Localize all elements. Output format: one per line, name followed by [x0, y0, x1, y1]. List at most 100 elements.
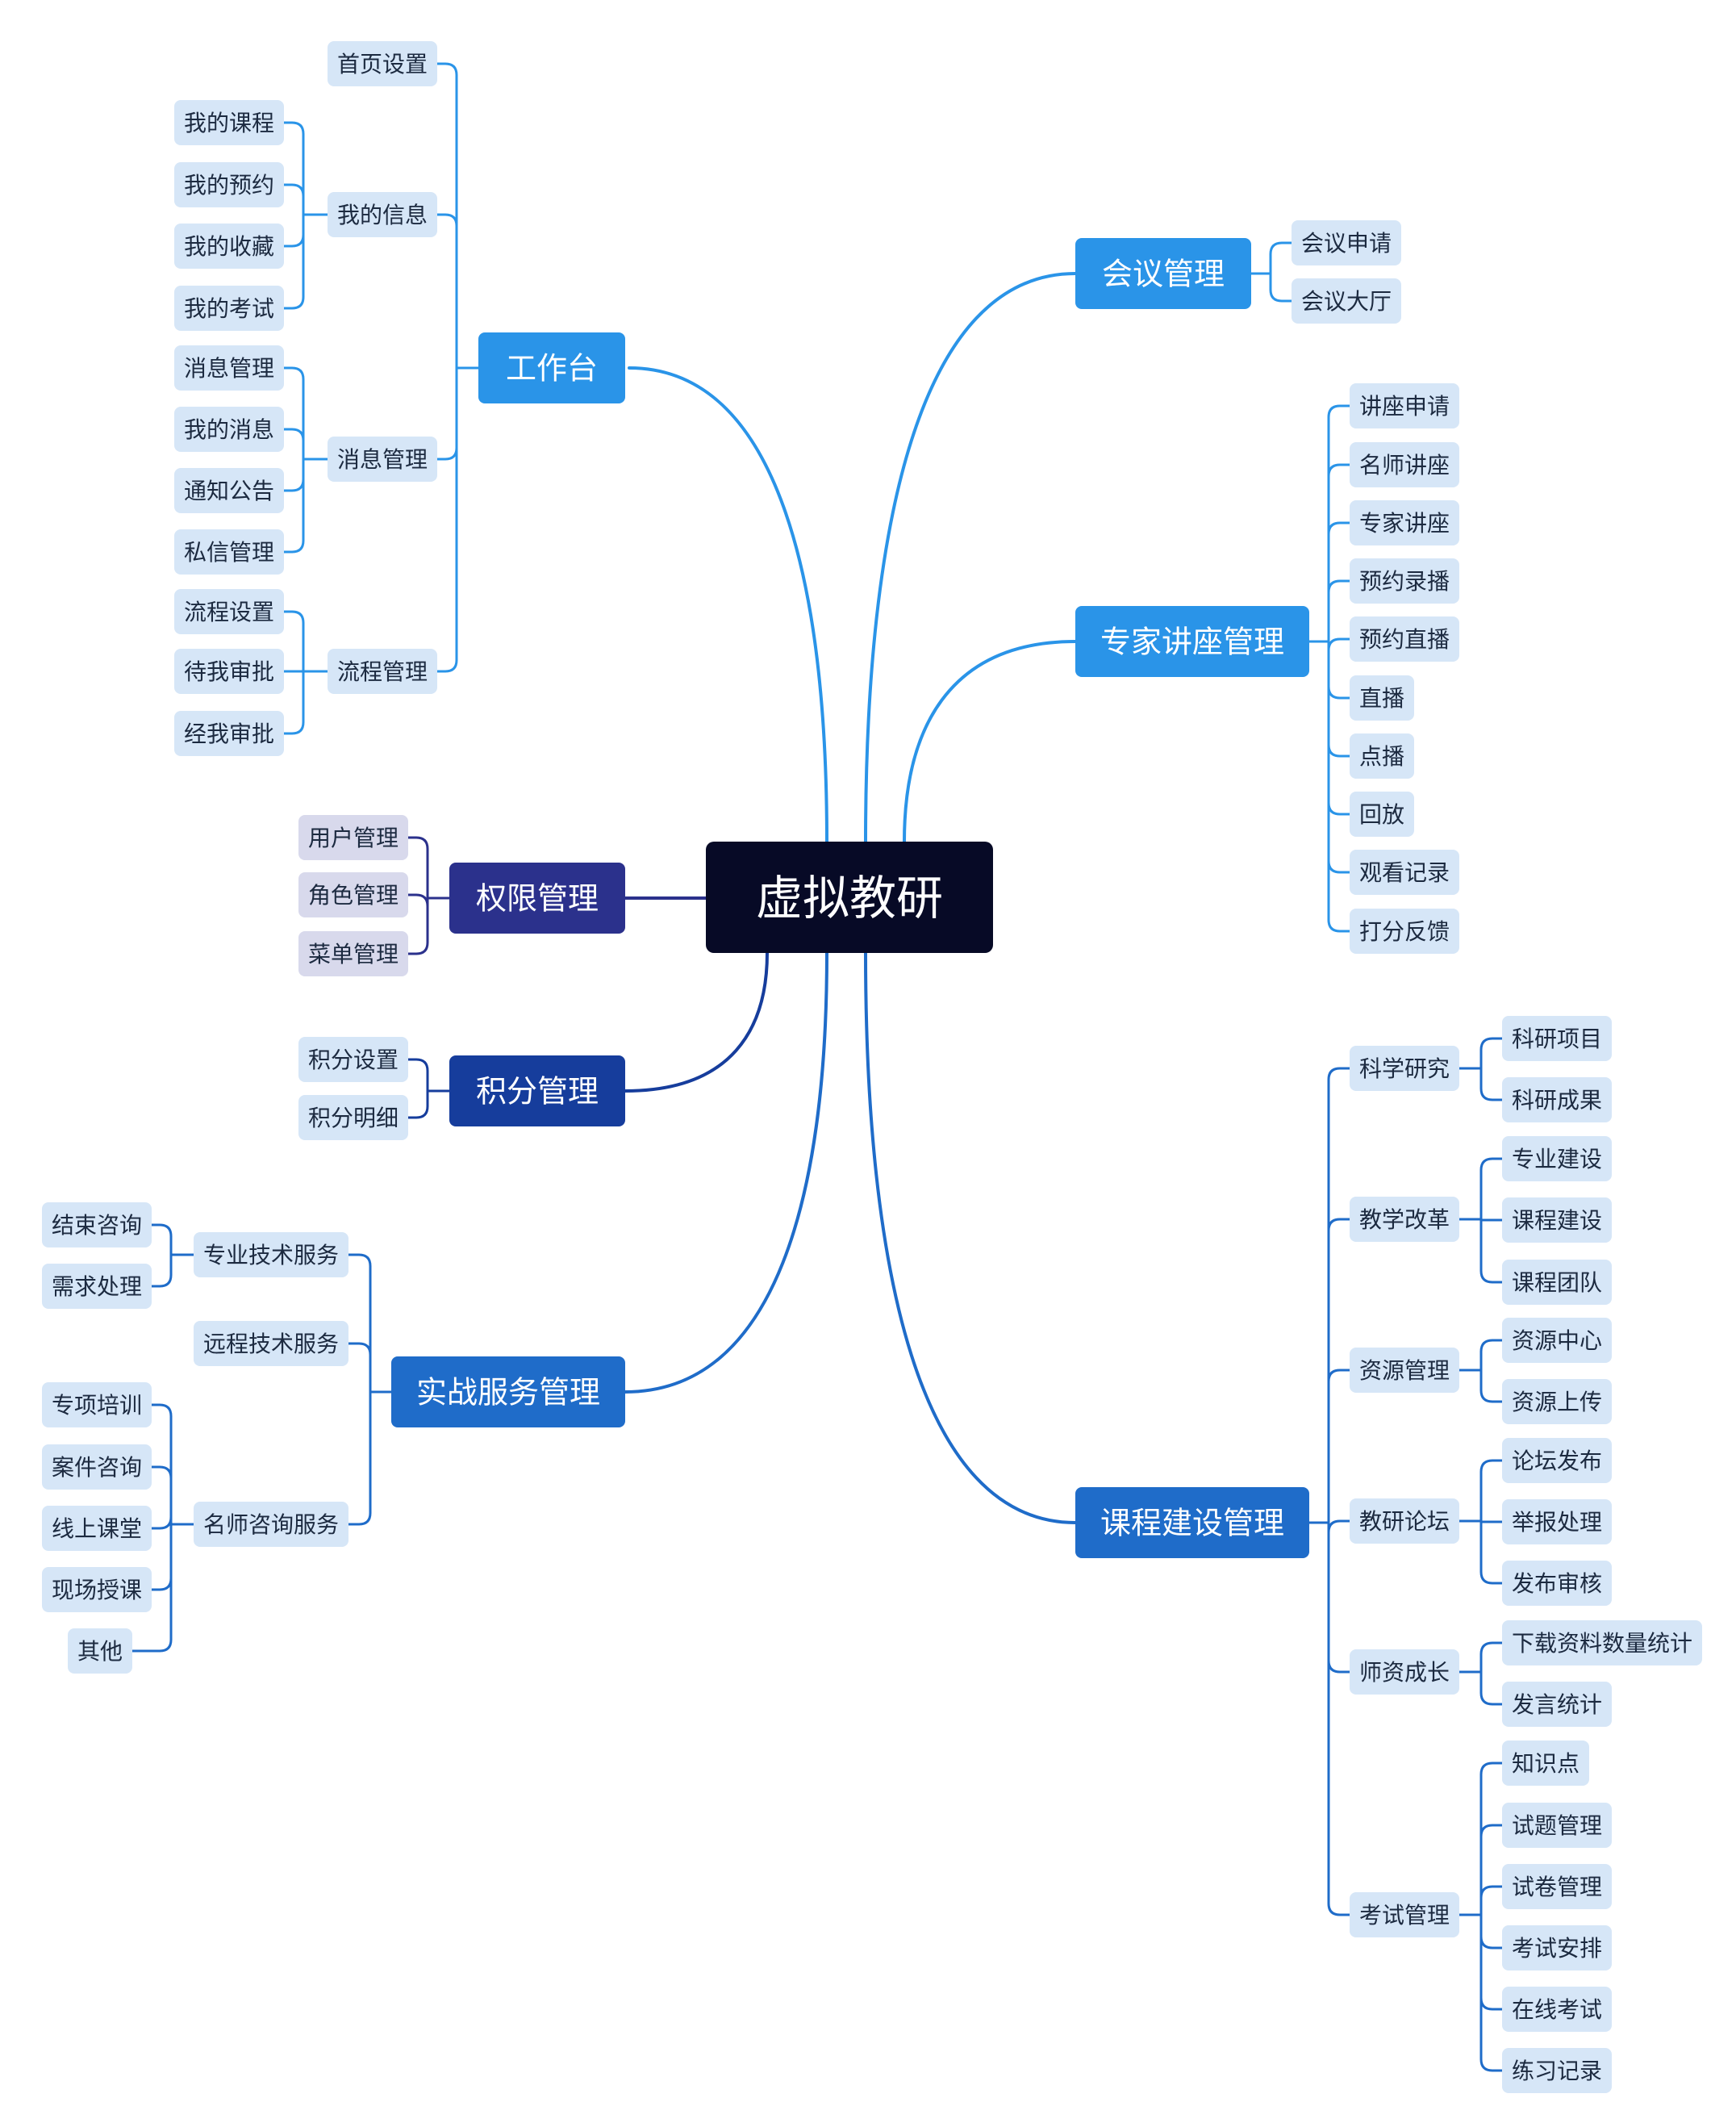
node-course-0-0[interactable]: 科研项目: [1502, 1016, 1612, 1061]
node-course-5-1[interactable]: 试题管理: [1502, 1803, 1612, 1848]
node-course-5[interactable]: 考试管理: [1350, 1892, 1459, 1937]
node-lecture-2[interactable]: 专家讲座: [1350, 500, 1459, 545]
node-course-3-1[interactable]: 举报处理: [1502, 1499, 1612, 1544]
branch-points[interactable]: 积分管理: [449, 1055, 625, 1126]
node-permission-1[interactable]: 角色管理: [298, 872, 408, 917]
node-workbench-1-1[interactable]: 我的预约: [174, 162, 284, 207]
branch-lecture[interactable]: 专家讲座管理: [1075, 606, 1309, 677]
node-service-2-0[interactable]: 专项培训: [42, 1382, 152, 1427]
node-service-2-1[interactable]: 案件咨询: [42, 1444, 152, 1490]
node-workbench-3[interactable]: 流程管理: [328, 649, 437, 694]
node-lecture-3[interactable]: 预约录播: [1350, 558, 1459, 604]
node-lecture-1[interactable]: 名师讲座: [1350, 442, 1459, 487]
node-workbench-3-1-box: [174, 649, 284, 694]
node-course-2-0[interactable]: 资源中心: [1502, 1318, 1612, 1363]
node-service-2-2[interactable]: 线上课堂: [42, 1506, 152, 1551]
node-course-0-1-label: 科研成果: [1512, 1087, 1602, 1114]
node-course-5-3[interactable]: 考试安排: [1502, 1925, 1612, 1970]
node-course-1-2-box: [1502, 1260, 1612, 1305]
node-lecture-7[interactable]: 回放: [1350, 792, 1414, 837]
node-course-0[interactable]: 科学研究: [1350, 1046, 1459, 1091]
node-lecture-8[interactable]: 观看记录: [1350, 850, 1459, 895]
node-service-2-1-box: [42, 1444, 152, 1490]
root-link-course: [864, 951, 1077, 1524]
node-service-2-4-box: [68, 1628, 132, 1674]
node-course-2[interactable]: 资源管理: [1350, 1348, 1459, 1393]
node-workbench-1-3-label: 我的考试: [184, 295, 274, 322]
node-service-2-3[interactable]: 现场授课: [42, 1567, 152, 1612]
node-meeting-1[interactable]: 会议大厅: [1292, 278, 1401, 324]
node-course-1-box: [1350, 1197, 1459, 1242]
node-course-5-0[interactable]: 知识点: [1502, 1741, 1589, 1786]
node-course-3-0[interactable]: 论坛发布: [1502, 1438, 1612, 1483]
node-course-1-1[interactable]: 课程建设: [1502, 1197, 1612, 1243]
node-course-5-5[interactable]: 练习记录: [1502, 2048, 1612, 2093]
node-course-1-2[interactable]: 课程团队: [1502, 1260, 1612, 1305]
node-workbench-2-0[interactable]: 消息管理: [174, 345, 284, 391]
node-course-4-1[interactable]: 发言统计: [1502, 1682, 1612, 1727]
link-course-5-branch: [1479, 1913, 1504, 1950]
branch-course[interactable]: 课程建设管理: [1075, 1487, 1309, 1558]
link-lecture-branch: [1327, 640, 1351, 700]
link-service-2-branch: [150, 1523, 173, 1591]
node-workbench-2-3[interactable]: 私信管理: [174, 529, 284, 575]
node-workbench-3-2[interactable]: 经我审批: [174, 711, 284, 756]
node-workbench-3-1[interactable]: 待我审批: [174, 649, 284, 694]
node-lecture-9[interactable]: 打分反馈: [1350, 909, 1459, 954]
node-course-4[interactable]: 师资成长: [1350, 1649, 1459, 1695]
node-workbench-1-0[interactable]: 我的课程: [174, 100, 284, 145]
node-course-1[interactable]: 教学改革: [1350, 1197, 1459, 1242]
link-workbench-branch: [436, 213, 458, 370]
node-course-4-0[interactable]: 下载资料数量统计: [1502, 1620, 1702, 1665]
node-service-0-1[interactable]: 需求处理: [42, 1264, 152, 1309]
node-course-5-4[interactable]: 在线考试: [1502, 1987, 1612, 2032]
node-permission-0[interactable]: 用户管理: [298, 815, 408, 860]
node-service-2-4[interactable]: 其他: [68, 1628, 132, 1674]
link-course-5-branch: [1479, 1913, 1504, 2072]
node-workbench-0-label: 首页设置: [337, 51, 428, 77]
node-course-3[interactable]: 教研论坛: [1350, 1498, 1459, 1544]
node-course-2-1[interactable]: 资源上传: [1502, 1379, 1612, 1424]
branch-service[interactable]: 实战服务管理: [391, 1356, 625, 1427]
node-workbench-1-3[interactable]: 我的考试: [174, 286, 284, 331]
node-workbench-1-2[interactable]: 我的收藏: [174, 224, 284, 269]
node-lecture-0[interactable]: 讲座申请: [1350, 383, 1459, 428]
node-lecture-5[interactable]: 直播: [1350, 675, 1414, 721]
link-course-1-branch: [1479, 1157, 1504, 1221]
node-course-1-0[interactable]: 专业建设: [1502, 1136, 1612, 1181]
node-workbench-1[interactable]: 我的信息: [328, 192, 437, 237]
node-lecture-5-label: 直播: [1359, 685, 1404, 712]
node-permission-2[interactable]: 菜单管理: [298, 931, 408, 976]
branch-permission[interactable]: 权限管理: [449, 863, 625, 934]
node-service-2[interactable]: 名师咨询服务: [194, 1502, 348, 1547]
node-workbench-1-3-box: [174, 286, 284, 331]
node-workbench-2-1-box: [174, 407, 284, 452]
node-workbench-2-1[interactable]: 我的消息: [174, 407, 284, 452]
branch-workbench[interactable]: 工作台: [478, 332, 625, 403]
node-service-0[interactable]: 专业技术服务: [194, 1232, 348, 1277]
node-workbench-2-2[interactable]: 通知公告: [174, 468, 284, 513]
node-course-5-2[interactable]: 试卷管理: [1502, 1864, 1612, 1909]
node-course-0-1[interactable]: 科研成果: [1502, 1077, 1612, 1122]
node-workbench-2-3-label: 私信管理: [184, 539, 274, 566]
node-service-1[interactable]: 远程技术服务: [194, 1321, 348, 1366]
link-lecture-branch: [1327, 640, 1351, 933]
node-meeting-0[interactable]: 会议申请: [1292, 220, 1401, 265]
branch-meeting[interactable]: 会议管理: [1075, 238, 1251, 309]
node-points-0[interactable]: 积分设置: [298, 1037, 408, 1082]
node-workbench-1-0-box: [174, 100, 284, 145]
node-workbench-2[interactable]: 消息管理: [328, 437, 437, 482]
node-lecture-6-box: [1350, 733, 1414, 779]
root-node[interactable]: 虚拟教研: [706, 842, 993, 953]
node-course-3-2[interactable]: 发布审核: [1502, 1561, 1612, 1606]
node-lecture-6[interactable]: 点播: [1350, 733, 1414, 779]
node-workbench-3-0[interactable]: 流程设置: [174, 589, 284, 634]
link-workbench-branch: [436, 366, 458, 461]
node-service-0-0[interactable]: 结束咨询: [42, 1202, 152, 1247]
node-lecture-1-box: [1350, 442, 1459, 487]
node-workbench-0[interactable]: 首页设置: [328, 41, 437, 86]
node-lecture-4[interactable]: 预约直播: [1350, 616, 1459, 662]
node-points-1[interactable]: 积分明细: [298, 1095, 408, 1140]
link-workbench-2-branch: [282, 366, 305, 461]
